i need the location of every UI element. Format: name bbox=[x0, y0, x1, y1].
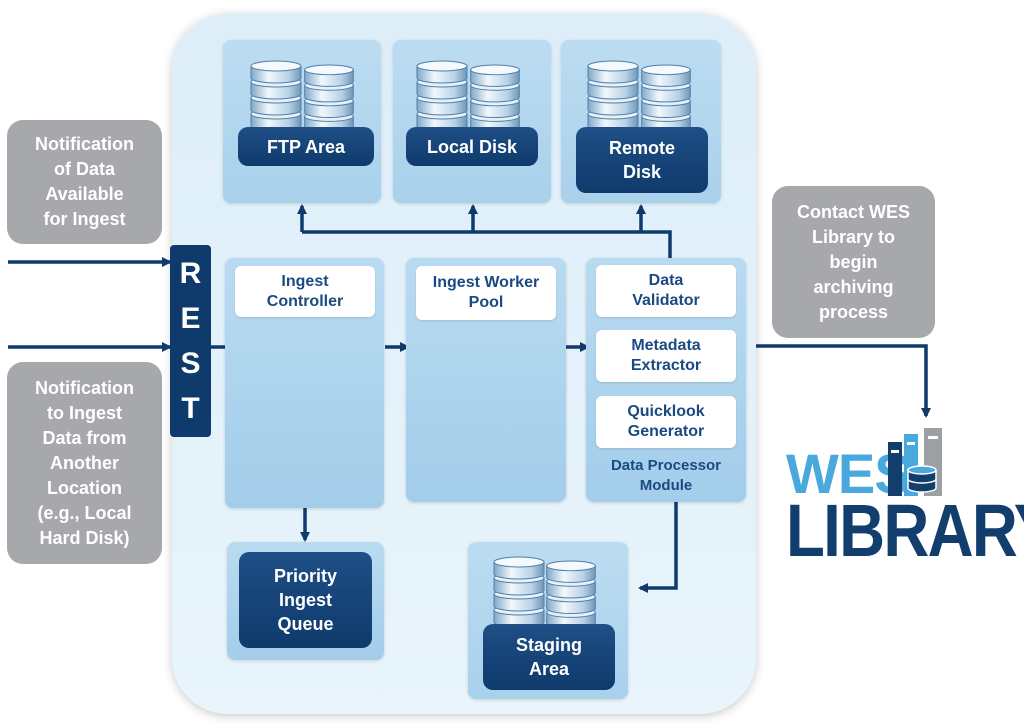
ingest-controller-title: Ingest Controller bbox=[235, 266, 375, 317]
rest-interface-bar: R E S T bbox=[170, 245, 211, 437]
staging-area-label: Staging Area bbox=[483, 624, 615, 690]
rest-letter-e: E bbox=[180, 301, 201, 335]
data-validator-box: Data Validator bbox=[596, 265, 736, 317]
priority-ingest-queue-label: Priority Ingest Queue bbox=[239, 552, 372, 648]
data-processor-module-caption: Data Processor Module bbox=[610, 457, 722, 494]
remote-disk-label: Remote Disk bbox=[576, 127, 708, 193]
metadata-extractor-box: Metadata Extractor bbox=[596, 330, 736, 382]
contact-wes-library-note: Contact WES Library to begin archiving p… bbox=[772, 186, 935, 338]
processor-to-storage-line bbox=[302, 230, 672, 258]
rest-letter-t: T bbox=[181, 391, 200, 425]
ftp-area-panel bbox=[223, 40, 381, 203]
ftp-area-label: FTP Area bbox=[238, 127, 374, 166]
ingest-worker-pool-title: Ingest Worker Pool bbox=[416, 266, 556, 320]
rest-letter-r: R bbox=[179, 256, 202, 290]
rest-letter-s: S bbox=[180, 346, 201, 380]
database-icon-local bbox=[416, 60, 520, 134]
notification-other-location-note: Notification to Ingest Data from Another… bbox=[7, 362, 162, 564]
quicklook-generator-box: Quicklook Generator bbox=[596, 396, 736, 448]
library-books-icon bbox=[888, 428, 942, 496]
to-library-line bbox=[756, 344, 931, 418]
database-icon-staging bbox=[493, 556, 596, 630]
processor-to-staging-line bbox=[638, 502, 678, 593]
local-disk-label: Local Disk bbox=[406, 127, 538, 166]
library-logo-text: LIBRARY bbox=[786, 489, 1024, 572]
database-icon-remote bbox=[587, 60, 691, 134]
database-icon-ftp bbox=[250, 60, 354, 134]
notification-data-available-note: Notification of Data Available for Inges… bbox=[7, 120, 162, 244]
